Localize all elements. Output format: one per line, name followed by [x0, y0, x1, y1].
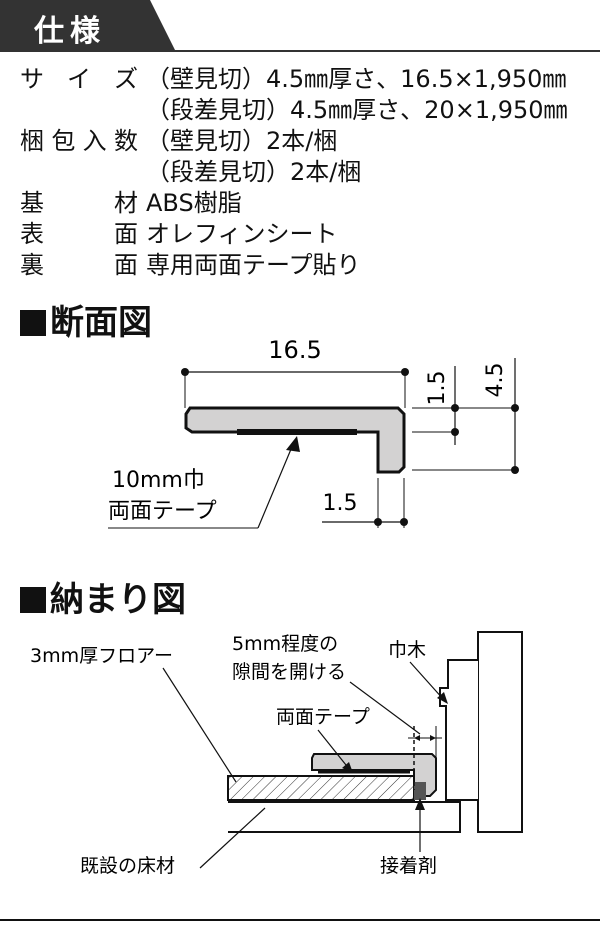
cross-section-title: 断面図	[20, 295, 152, 344]
cross-section-diagram: 16.5 1.5 4.5 1.5 10mm巾 両面テープ	[108, 336, 519, 529]
header-title: 仕様	[34, 14, 106, 49]
spec-value: （壁見切）2本/梱	[146, 127, 338, 155]
install-section-title: 納まり図	[20, 572, 186, 621]
gap-label-2: 隙間を開ける	[232, 661, 346, 683]
floor-label: 3mm厚フロアー	[30, 645, 173, 667]
spec-value: （段差見切）4.5㎜厚さ、20×1,950㎜	[146, 96, 568, 124]
baseboard-label: 巾木	[388, 639, 426, 661]
spec-label: 裏 面	[20, 251, 138, 279]
square-bullet-icon	[20, 310, 46, 336]
install-diagram: 3mm厚フロアー 5mm程度の 隙間を開ける 巾木 両面テープ 既設の床材 接着…	[30, 631, 523, 877]
spec-label: サ イ ズ	[20, 65, 138, 93]
spec-value: （段差見切）2本/梱	[146, 158, 362, 186]
trim-piece	[311, 753, 437, 797]
footer-rule	[0, 919, 600, 921]
spec-label: 基 材	[20, 189, 138, 217]
adhesive-mark	[414, 782, 426, 800]
floor-board	[227, 775, 415, 801]
tape-width-label: 10mm巾	[112, 468, 205, 493]
existing-floor	[228, 801, 461, 833]
profile-section	[184, 406, 406, 474]
spec-value: （壁見切）4.5㎜厚さ、16.5×1,950㎜	[146, 65, 567, 93]
dim-width-label: 16.5	[268, 336, 321, 364]
dim-bottom-label: 1.5	[323, 491, 358, 516]
header-bar	[0, 0, 600, 52]
spec-label: 表 面	[20, 220, 138, 248]
dim-height-label: 4.5	[483, 363, 508, 398]
adhesive-label: 接着剤	[380, 855, 437, 877]
spec-value: ABS樹脂	[146, 189, 242, 217]
wall-block	[477, 631, 523, 833]
baseboard-profile	[439, 659, 478, 801]
spec-label: 梱 包 入 数	[20, 127, 138, 155]
spec-value: オレフィンシート	[146, 220, 338, 248]
spec-value: 専用両面テープ貼り	[146, 251, 361, 279]
tape-label: 両面テープ	[276, 706, 370, 728]
square-bullet-icon	[20, 587, 46, 613]
gap-label-1: 5mm程度の	[232, 633, 338, 655]
dim-top-label: 1.5	[425, 371, 450, 406]
existing-floor-label: 既設の床材	[80, 855, 175, 877]
tape-label: 両面テープ	[108, 499, 217, 524]
